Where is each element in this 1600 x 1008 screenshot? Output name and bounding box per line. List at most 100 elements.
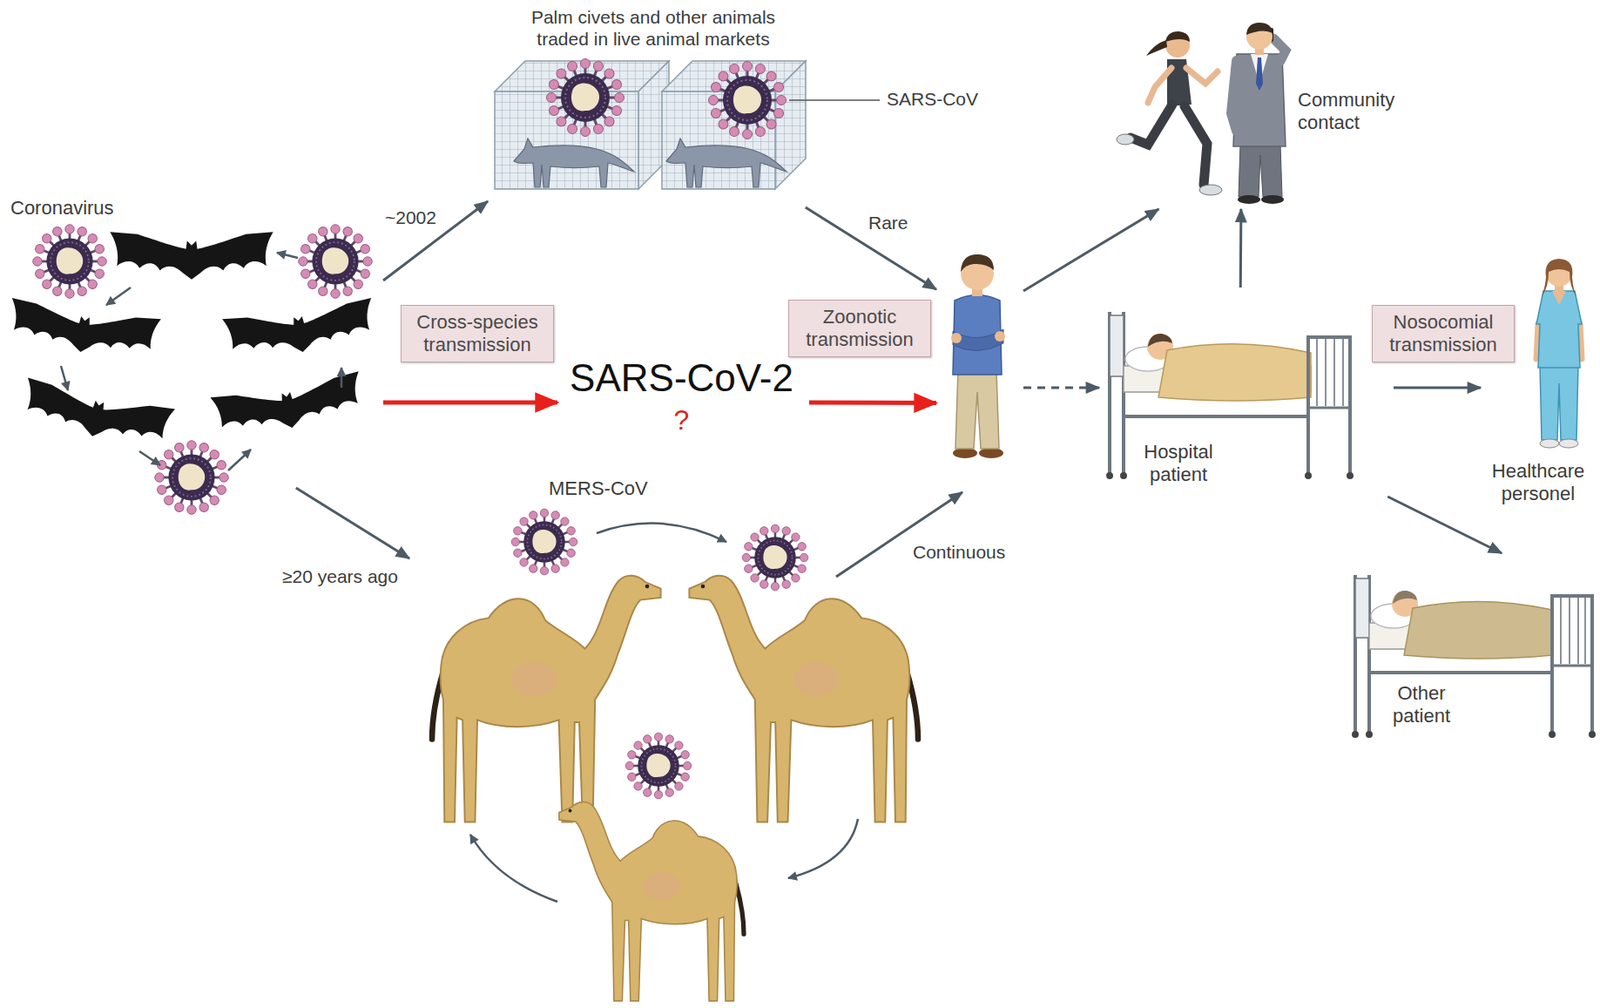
transmission-tag: Cross-species transmission [400,304,554,363]
camel-cycle-part [625,732,692,799]
civet-market: Palm civets and other animals traded in … [487,5,985,208]
other-patient-bed-part [1550,594,1554,732]
nurse-figure-part [1539,364,1579,440]
bat-cycle-part [109,231,273,280]
other-patient-bed-part [1552,664,1593,668]
businessman-figure-part [1237,195,1261,204]
person-figure [951,254,1006,459]
other-patient-bed-part [1552,594,1593,598]
nurse-figure-part [1536,290,1582,368]
businessman-figure-part [1261,195,1284,204]
other-patient-bed-part [1369,670,1553,675]
camel-cycle-part [511,508,578,575]
camel-cycle [432,508,919,1001]
edge-label: ~2002 [383,207,439,230]
bat-cycle-part-part [228,449,251,471]
bat-cycle-part-part [60,365,68,391]
bat-cycle-part [33,224,108,299]
healthcare-worker: Healthcare personel [1480,250,1599,514]
human-case [936,250,1024,493]
camel-cycle-part [432,575,662,823]
transmission-arrow [383,201,488,281]
question-mark: ? [557,404,806,438]
civet-cages-part [708,61,787,140]
hospital-bed-part [1346,472,1354,480]
nurse-figure-part [1539,438,1560,448]
bat-cycle-part [298,224,373,299]
runner-figure-part [1147,67,1172,103]
transmission-arrow [836,492,963,577]
camel-reservoir: MERS-CoV [409,474,837,998]
bat-cycle-part-part [276,252,298,258]
figure-label: Hospital patient [1126,440,1231,487]
transmission-arrow [1239,209,1243,288]
runner-figure-part [1116,134,1135,145]
transmission-arrow [1393,385,1481,389]
edge-label: ≥20 years ago [280,566,400,588]
person-figure-part [951,332,962,344]
figure-label: Community contact [1297,88,1416,135]
other-patient: Other patient [1345,553,1598,741]
bat-cycle-part-part [106,287,131,305]
businessman-figure-part [1246,22,1273,35]
civet-cages-part [546,59,625,137]
other-patient-bed-part-part [1559,597,1562,664]
bat-cycle-part-part [139,451,161,466]
other-patient-bed-part [1560,597,1586,664]
civet-cages-part [666,138,787,188]
hospital-bed-part-part [1333,338,1336,406]
hospital-bed-part [1348,335,1352,473]
camel-cycle-part-part [788,818,858,878]
figure-label: Other patient [1377,681,1465,728]
hospital-bed-part [1308,335,1351,339]
other-patient-bed-part [1548,730,1556,738]
other-patient-bed-part [1588,730,1596,738]
hospital-bed-part [1147,333,1173,347]
camel-cycle-part-part [470,834,558,902]
hospital-bed-part [1316,338,1344,406]
transmission-arrow [1387,496,1502,554]
hospital-bed-part [1308,406,1351,410]
highlight-arrow [809,400,937,406]
businessman-figure [1231,22,1286,204]
transmission-tag: Nosocomial transmission [1371,304,1515,363]
other-patient-bed-part [1355,578,1370,638]
camel-cycle-part [688,575,919,823]
runner-figure-part [1146,40,1168,56]
hospital-bed-part-part [1316,338,1318,406]
other-patient-bed-part [1404,600,1553,659]
other-patient-bed-part-part [1584,597,1587,664]
camel-cycle-part [470,523,858,902]
heading: Palm civets and other animals traded in … [509,6,797,51]
hospital-bed-part [1158,344,1311,401]
hospital-bed-part-part [1324,338,1327,406]
transmission-arrow [296,487,410,559]
edge-label: Rare [866,212,911,235]
edge-label: Continuous [911,541,1007,564]
runner-figure-part [1186,67,1218,84]
hospital-bed-part [1123,414,1309,419]
runner-figure-part [1184,106,1208,185]
bat-cycle-part [60,252,342,471]
group-label: Coronavirus [10,196,115,220]
runner-figure-part [1165,31,1190,42]
nurse-figure-part [1541,258,1577,297]
camel-cycle-part [559,802,744,1001]
virus-label: MERS-CoV [548,477,649,500]
virus-name: SARS-CoV-2? [557,355,810,450]
hospital-bed-part [1109,315,1124,377]
bat-cycle-part [222,297,378,363]
person-figure-part [952,447,978,459]
bat-cycle-part [209,371,366,441]
bat-cycle [6,224,378,515]
virus-name-text: SARS-CoV-2 [557,355,806,401]
hospital-patient: Hospital patient [1099,287,1394,497]
transmission-arrow [1023,385,1100,389]
person-figure-part [960,254,994,272]
civet-cages [494,59,880,190]
nurse-figure-part [1536,324,1539,359]
hospital-bed [1106,311,1354,480]
